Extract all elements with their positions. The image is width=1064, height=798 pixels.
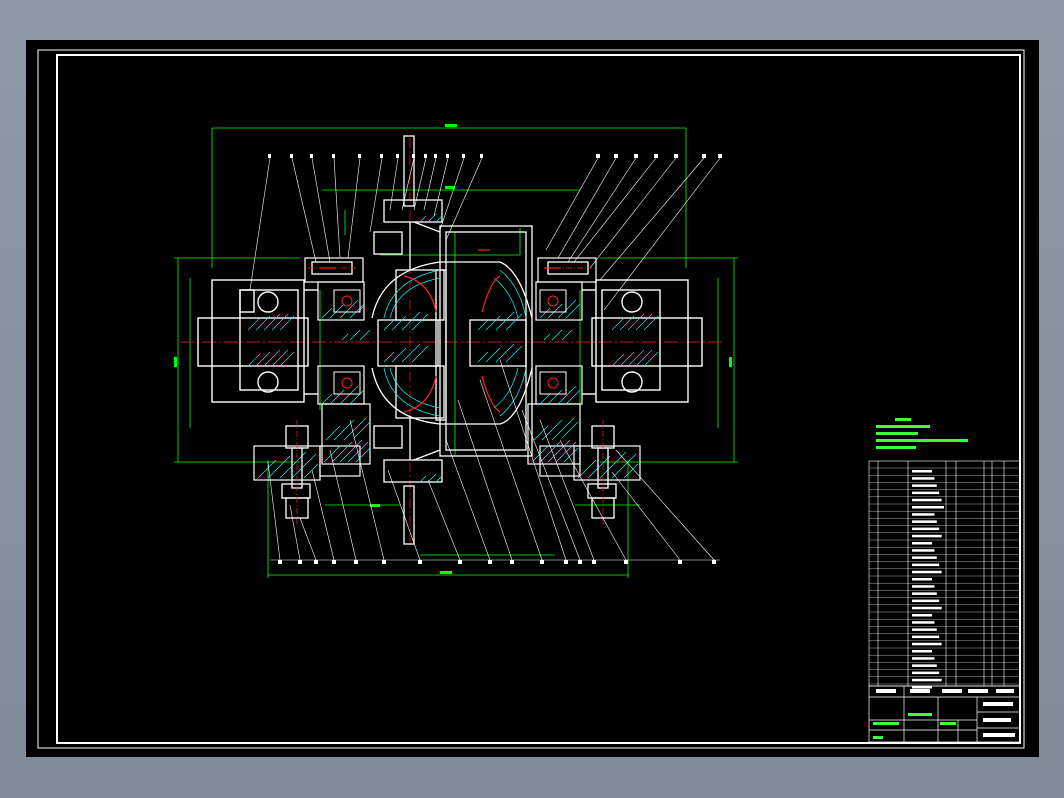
- assembly-drawing: [37, 49, 1025, 749]
- parts-list: [868, 460, 1021, 687]
- parts-list-entry: [912, 671, 940, 675]
- parts-list-entry: [912, 635, 940, 639]
- right-shaft-assembly: [582, 279, 703, 403]
- parts-list-entry: [912, 599, 940, 603]
- parts-list-entry: [912, 678, 942, 682]
- differential-case: [371, 225, 533, 457]
- parts-list-entry: [912, 563, 940, 567]
- drawing-viewport[interactable]: [26, 40, 1039, 757]
- title-block: [868, 685, 1021, 743]
- title-block-green: [873, 713, 956, 739]
- leader-numbers-bottom: [278, 560, 716, 564]
- parts-list-entry: [912, 534, 942, 538]
- parts-list-entry: [912, 513, 935, 516]
- parts-list-entry: [912, 520, 937, 523]
- left-bearing-hatch: [247, 313, 295, 367]
- parts-list-entry: [912, 664, 937, 667]
- parts-list-entry: [912, 686, 932, 689]
- parts-list-entry: [912, 470, 932, 473]
- parts-list-entry: [912, 650, 932, 653]
- sprocket: [373, 135, 443, 545]
- parts-list-entry: [912, 628, 937, 631]
- left-shaft-assembly: [197, 279, 318, 403]
- parts-list-entry: [912, 621, 935, 624]
- title-block-fills: [876, 689, 1015, 737]
- parts-list-entry: [912, 578, 932, 581]
- parts-list-entry: [912, 491, 940, 495]
- parts-list-entry: [912, 592, 937, 595]
- parts-list-entry: [912, 606, 942, 610]
- sprocket-hatch: [419, 213, 443, 483]
- parts-list-entry: [912, 570, 942, 574]
- dimension-texts: [174, 124, 732, 574]
- parts-list-entry: [912, 585, 935, 588]
- parts-list-entry: [912, 556, 937, 559]
- parts-list-entry: [912, 527, 940, 531]
- parts-list-entry: [912, 506, 944, 509]
- bolt-centerlines: [296, 267, 604, 524]
- right-flange-hatch: [531, 299, 639, 479]
- leader-numbers-top: [268, 154, 722, 158]
- inner-border: [56, 54, 1021, 744]
- parts-list-entry: [912, 498, 942, 502]
- technical-notes: [876, 418, 968, 449]
- leader-lines-bottom: [267, 359, 720, 561]
- outer-border: [37, 49, 1025, 749]
- inner-bearings: [333, 289, 567, 395]
- parts-list-entry: [912, 614, 932, 617]
- left-flange-housing: [253, 257, 371, 481]
- parts-list-entry: [912, 657, 935, 660]
- parts-list-entry: [912, 542, 932, 545]
- right-bearing-hatch: [611, 313, 659, 367]
- parts-list-entry: [912, 549, 935, 552]
- differential-hatch: [341, 269, 573, 417]
- parts-list-rows: [869, 467, 1020, 689]
- dimension-lines: [174, 127, 738, 578]
- parts-list-entry: [912, 477, 935, 480]
- right-flange-housing: [527, 257, 641, 481]
- leader-lines-top: [249, 157, 721, 311]
- parts-list-entry: [912, 642, 942, 646]
- parts-list-entry: [912, 484, 937, 487]
